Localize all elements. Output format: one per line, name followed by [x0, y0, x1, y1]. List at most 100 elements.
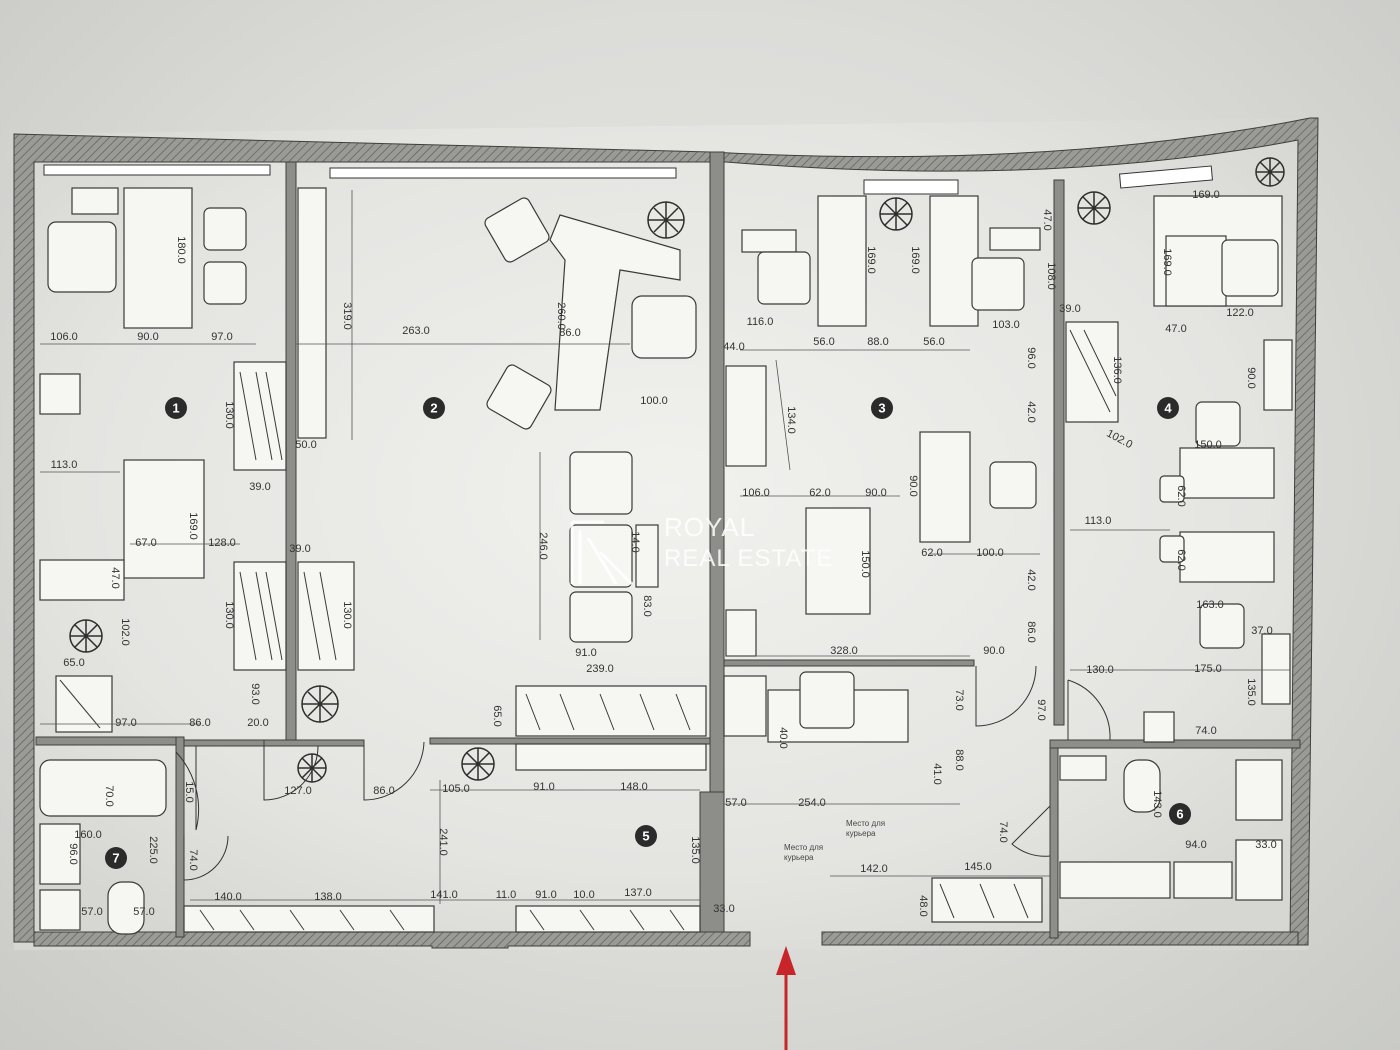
plant-icon	[647, 201, 685, 239]
dimension-label: 130.0	[1086, 664, 1114, 676]
dimension-label: 97.0	[115, 717, 136, 729]
dimension-label: 90.0	[1245, 367, 1257, 388]
dimension-label: 33.0	[713, 903, 734, 915]
room-marker-6: 6	[1169, 803, 1191, 825]
wardrobe-icon	[297, 561, 355, 671]
chair-icon	[1195, 401, 1241, 447]
dimension-label: 83.0	[641, 595, 653, 616]
dimension-label: 90.0	[907, 475, 919, 496]
dimension-label: 62.0	[1175, 485, 1187, 506]
dimension-label: 91.0	[575, 647, 596, 659]
dimension-label: 141.0	[430, 889, 458, 901]
dimension-label: 108.0	[1045, 262, 1057, 290]
dimension-label: 150.0	[859, 550, 871, 578]
dimension-label: 74.0	[1195, 725, 1216, 737]
sink-icon	[39, 823, 81, 885]
dimension-label: 56.0	[923, 336, 944, 348]
dimension-label: 319.0	[341, 302, 353, 330]
wardrobe-icon	[1235, 839, 1283, 901]
dimension-label: 86.0	[1025, 621, 1037, 642]
dimension-label: 70.0	[103, 785, 115, 806]
room-marker-circle	[423, 397, 445, 419]
furniture-accents	[59, 329, 1117, 931]
dimension-label: 150.0	[1194, 439, 1222, 451]
room-number: 5	[642, 829, 649, 844]
dimension-label: 260.0	[555, 302, 567, 330]
watermark-logo-icon	[570, 520, 634, 586]
dimension-label: 128.0	[208, 537, 236, 549]
cabinet-row-icon	[515, 685, 707, 737]
courier-label: курьера	[846, 829, 876, 838]
dimension-label: 88.0	[953, 749, 965, 770]
toilet-icon	[1123, 759, 1161, 813]
dimension-label: 67.0	[135, 537, 156, 549]
dimension-label: 90.0	[983, 645, 1004, 657]
dimension-label: 62.0	[1175, 549, 1187, 570]
room-marker-7: 7	[105, 847, 127, 869]
dimension-label: 39.0	[289, 543, 310, 555]
dimension-label: 106.0	[742, 487, 770, 499]
dimension-label: 62.0	[809, 487, 830, 499]
dimension-label: 47.0	[1165, 323, 1186, 335]
dimension-label: 163.0	[1196, 599, 1224, 611]
dimension-label: 15.0	[183, 781, 195, 802]
dimension-label: 57.0	[725, 797, 746, 809]
dimension-label: 135.0	[1245, 678, 1257, 706]
dimension-label: 37.0	[1251, 625, 1272, 637]
dimension-label: 136.0	[1111, 356, 1123, 384]
chair-icon	[484, 197, 550, 263]
dimension-label: 180.0	[175, 236, 187, 264]
dimension-label: 122.0	[1226, 307, 1254, 319]
dimension-label: 102.0	[119, 618, 131, 646]
chair-icon	[1159, 475, 1185, 503]
dimension-label: 263.0	[402, 325, 430, 337]
dimension-label: 94.0	[1185, 839, 1206, 851]
sink-icon	[1059, 861, 1171, 899]
desk-icon	[123, 187, 193, 329]
chair-icon	[203, 207, 247, 251]
dimension-label: 42.0	[1025, 569, 1037, 590]
room-number: 3	[878, 401, 885, 416]
dimension-label: 14.0	[629, 531, 641, 552]
dimension-label: 113.0	[1085, 515, 1112, 527]
dimension-label: 254.0	[798, 797, 826, 809]
stove-icon	[723, 675, 767, 737]
dimension-label: 169.0	[1161, 248, 1173, 276]
armchair-icon	[569, 591, 633, 643]
dimension-label: 169.0	[1192, 189, 1220, 201]
reception-desk-icon	[549, 214, 681, 411]
dimension-label: 137.0	[624, 887, 652, 899]
dimension-label: 142.0	[860, 863, 888, 875]
chair-icon	[486, 364, 552, 430]
plants	[69, 157, 1285, 783]
room-marker-5: 5	[635, 825, 657, 847]
room-marker-2: 2	[423, 397, 445, 419]
dimension-label: 135.0	[689, 836, 701, 864]
room-number: 6	[1176, 807, 1183, 822]
dimension-label: 246.0	[537, 532, 549, 560]
watermark-line2: REAL ESTATE	[664, 545, 833, 572]
dimension-label: 42.0	[1025, 401, 1037, 422]
dimension-label: 241.0	[437, 828, 449, 856]
chair-icon	[971, 257, 1025, 311]
dimension-label: 33.0	[1255, 839, 1276, 851]
safe-icon	[1143, 711, 1175, 743]
stove-icon	[1059, 755, 1107, 781]
furniture	[39, 187, 1293, 935]
dimension-label: 148.0	[620, 781, 648, 793]
outer-walls	[13, 117, 1319, 949]
watermark-line1: ROYAL	[664, 512, 755, 542]
dimension-label: 169.0	[909, 246, 921, 274]
wardrobe-icon	[1263, 339, 1293, 411]
dimension-labels: 106.0 90.0 97.0 180.0 130.0 113.0 67.0 169.0 128…	[50, 189, 1276, 918]
chair-icon	[757, 251, 811, 305]
cabinet-row-icon	[183, 905, 435, 933]
room-marker-3: 3	[871, 397, 893, 419]
dimension-label: 41.0	[931, 763, 943, 784]
dimension-label: 106.0	[50, 331, 78, 343]
dimension-label: 74.0	[997, 821, 1009, 842]
dimension-label: 130.0	[341, 601, 353, 629]
dimension-label: 65.0	[63, 657, 84, 669]
